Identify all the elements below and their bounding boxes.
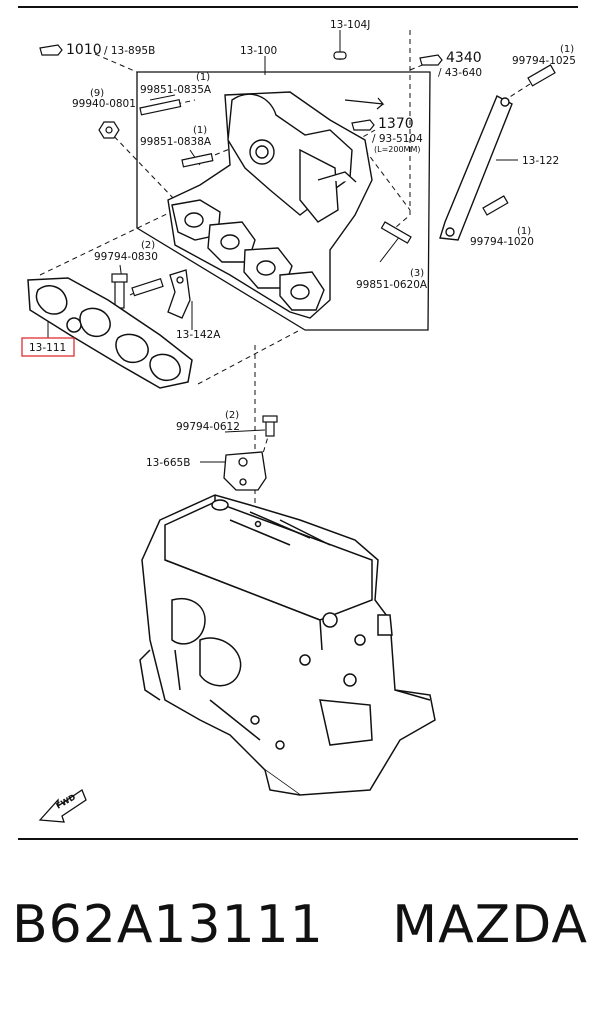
bracket-13-142a (167, 269, 191, 319)
brand-name: MAZDA (392, 895, 588, 955)
callout-1370-main: 1370 (378, 116, 414, 132)
fasteners (98, 64, 556, 437)
bracket-13-665b (223, 451, 267, 491)
qty-99851-0620a: (3) (410, 268, 424, 279)
caption: B62A13111 MAZDA (10, 895, 590, 975)
callout-1370-sub: / 93-5104 (372, 133, 423, 145)
part-number: B62A13111 (12, 895, 324, 955)
label-99940-0801: 99940-0801 (72, 98, 136, 110)
intake-manifold (167, 91, 373, 319)
qty-99851-0835a: (1) (196, 72, 210, 83)
label-13-104j: 13-104J (330, 19, 370, 31)
highlight-box-13-111 (21, 337, 75, 357)
label-99794-0612: 99794-0612 (176, 421, 240, 433)
callout-1370-note: (L=200MM) (374, 145, 420, 154)
label-99794-0830: 99794-0830 (94, 251, 158, 263)
qty-99940-0801: (9) (90, 88, 104, 99)
label-99851-0620a: 99851-0620A (356, 279, 428, 291)
label-13-665b: 13-665B (146, 457, 190, 469)
exploded-parts-diagram: FWD 1010 / 13-895B 4340 / 43-640 1370 / … (21, 19, 576, 823)
label-99851-0838a: 99851-0838A (140, 136, 212, 148)
forward-direction-arrow (38, 789, 87, 823)
pin-13-104j (333, 51, 347, 60)
qty-99794-0612: (2) (225, 410, 239, 421)
qty-99794-0830: (2) (141, 240, 155, 251)
label-99794-1020: 99794-1020 (470, 236, 534, 248)
callout-1010-sub: / 13-895B (104, 45, 155, 57)
qty-99794-1025: (1) (560, 44, 574, 55)
engine-block (139, 494, 436, 796)
reference-hand-icons (39, 44, 443, 131)
callout-1010-main: 1010 (66, 42, 102, 58)
qty-99794-1020: (1) (517, 226, 531, 237)
top-rule (18, 6, 578, 8)
bottom-rule (18, 838, 578, 840)
label-99794-1025: 99794-1025 (512, 55, 576, 67)
label-13-122: 13-122 (522, 155, 559, 167)
manifold-gasket-13-111 (27, 277, 193, 389)
label-13-111: 13-111 (29, 342, 66, 354)
qty-99851-0838a: (1) (193, 125, 207, 136)
support-bracket-13-122 (439, 95, 513, 241)
label-99851-0835a: 99851-0835A (140, 84, 212, 96)
callout-4340-sub: / 43-640 (438, 67, 482, 79)
arrow-to-1370 (344, 97, 385, 110)
callout-4340-main: 4340 (446, 50, 482, 66)
assembly-outline (136, 71, 431, 331)
label-13-142a: 13-142A (176, 329, 221, 341)
label-13-100: 13-100 (240, 45, 277, 57)
